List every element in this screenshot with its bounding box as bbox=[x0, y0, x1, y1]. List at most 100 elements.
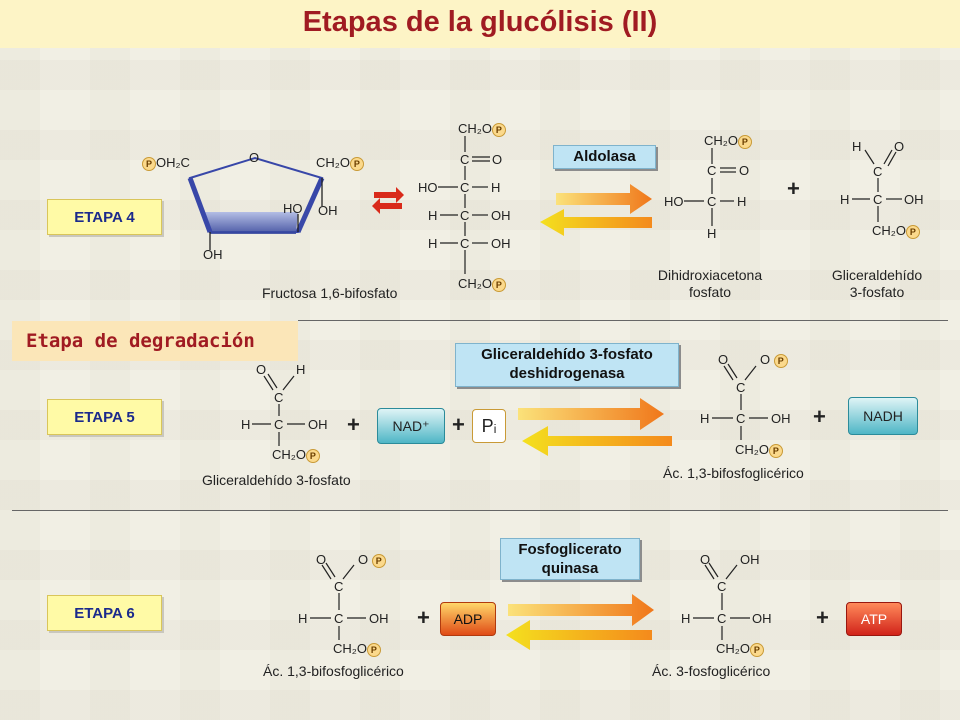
s6-pg3-oh: OH bbox=[752, 611, 772, 626]
ring-oxygen: O bbox=[249, 150, 260, 165]
phosphate-icon: P bbox=[905, 224, 920, 239]
dhap-label: Dihidroxiacetona fosfato bbox=[640, 267, 780, 301]
bpg-stage6-label: Ác. 1,3-bifosfoglicérico bbox=[263, 663, 404, 679]
dhap-h1: H bbox=[737, 194, 747, 209]
s5-bpg-c2: C bbox=[736, 411, 746, 426]
atom-text: CH₂O bbox=[316, 155, 350, 170]
s5-bpg-oh: OH bbox=[771, 411, 791, 426]
g3p-o-top: O bbox=[894, 139, 905, 154]
chain-oh1: OH bbox=[491, 208, 511, 223]
chain-c2: C bbox=[460, 180, 470, 195]
dhap-bonds bbox=[684, 148, 736, 226]
enzyme-line: quinasa bbox=[541, 560, 599, 577]
chain-h3: H bbox=[428, 236, 438, 251]
s6-bpg-oh: OH bbox=[369, 611, 389, 626]
atom-text: CH₂O bbox=[272, 447, 306, 462]
s5-g3p-h: H bbox=[241, 417, 251, 432]
plus-sign: + bbox=[787, 176, 800, 201]
s5-bpg-c1: C bbox=[736, 380, 746, 395]
s6-pg3-c2: C bbox=[717, 611, 727, 626]
atom-text: CH₂O bbox=[458, 276, 492, 291]
atp-box: ATP bbox=[846, 602, 902, 636]
bpg-stage6-bonds bbox=[310, 562, 366, 640]
divider-line-2 bbox=[12, 510, 948, 511]
s6-pg3-oh-top: OH bbox=[740, 552, 760, 567]
phosphate-icon: P bbox=[768, 443, 783, 458]
s6-bpg-o-p: O P bbox=[358, 552, 386, 568]
chain-o: O bbox=[492, 152, 503, 167]
stage6-arrows bbox=[506, 594, 654, 650]
s5-g3p-oh: OH bbox=[308, 417, 328, 432]
fructose-chain-bonds bbox=[438, 136, 490, 274]
ring-open-arrows bbox=[372, 187, 404, 214]
phosphate-icon: P bbox=[773, 353, 788, 368]
s6-pg3-h: H bbox=[681, 611, 691, 626]
s5-g3p-h-top: H bbox=[296, 362, 306, 377]
page-title: Etapas de la glucólisis (II) bbox=[302, 6, 658, 38]
plus-sign: + bbox=[452, 412, 465, 437]
adp-box: ADP bbox=[440, 602, 496, 636]
label-line: 3-fosfato bbox=[849, 284, 905, 300]
g3p-stage5-bonds bbox=[252, 373, 305, 446]
phosphate-icon: P bbox=[749, 642, 764, 657]
s6-bpg-c2: C bbox=[334, 611, 344, 626]
g3p-c2: C bbox=[873, 192, 883, 207]
enzyme-line: Fosfoglicerato bbox=[518, 541, 622, 558]
fructose-label: Fructosa 1,6-bifosfato bbox=[262, 285, 398, 301]
pg3-label: Ác. 3-fosfoglicérico bbox=[652, 663, 771, 679]
stage-4-box: ETAPA 4 bbox=[47, 199, 162, 235]
label-line: Dihidroxiacetona bbox=[657, 267, 763, 283]
atom-text: CH₂O bbox=[458, 121, 492, 136]
stage-5-box: ETAPA 5 bbox=[47, 399, 162, 435]
s6-bpg-h: H bbox=[298, 611, 308, 626]
phosphate-icon: P bbox=[142, 156, 156, 171]
g3p-h-top: H bbox=[852, 139, 862, 154]
s5-bpg-o-p: O P bbox=[760, 352, 788, 368]
g3p-stage5-label: Gliceraldehído 3-fosfato bbox=[202, 472, 351, 488]
enzyme-line: deshidrogenasa bbox=[509, 365, 625, 382]
nadh-box: NADH bbox=[848, 397, 918, 435]
s5-g3p-c2: C bbox=[274, 417, 284, 432]
s5-g3p-o: O bbox=[256, 362, 267, 377]
s5-g3p-c1: C bbox=[274, 390, 284, 405]
dhap-ho: HO bbox=[664, 194, 684, 209]
atom-text: O bbox=[358, 552, 369, 567]
ring-ho: HO bbox=[283, 201, 303, 216]
ring-oh-right: OH bbox=[318, 203, 338, 218]
phosphate-icon: P bbox=[491, 277, 506, 292]
atom-text: OH₂C bbox=[156, 155, 190, 170]
plus-sign: + bbox=[813, 404, 826, 429]
phosphate-icon: P bbox=[349, 156, 364, 171]
pg3-bonds bbox=[693, 562, 750, 640]
label-line: fosfato bbox=[688, 284, 732, 300]
chain-h1: H bbox=[491, 180, 501, 195]
chain-c3: C bbox=[460, 208, 470, 223]
chain-h2: H bbox=[428, 208, 438, 223]
s6-bpg-o-top: O bbox=[316, 552, 327, 567]
atom-text: CH₂O bbox=[872, 223, 906, 238]
plus-sign: + bbox=[417, 605, 430, 630]
atom-text: CH₂O bbox=[333, 641, 367, 656]
s6-bpg-c1: C bbox=[334, 579, 344, 594]
plus-sign: + bbox=[347, 412, 360, 437]
s5-bpg-o-top: O bbox=[718, 352, 729, 367]
stage5-arrows bbox=[518, 398, 672, 456]
ring-oh-bottom: OH bbox=[203, 247, 223, 262]
plus-sign: + bbox=[816, 605, 829, 630]
divider-line-1 bbox=[298, 320, 948, 321]
phosphate-icon: P bbox=[737, 134, 752, 149]
fructose-ring bbox=[187, 156, 325, 250]
enzyme-line: Gliceraldehído 3-fosfato bbox=[481, 346, 653, 363]
phosphate-icon: P bbox=[305, 448, 320, 463]
s6-pg3-o-top: O bbox=[700, 552, 711, 567]
chain-ho: HO bbox=[418, 180, 438, 195]
section-degradation-label: Etapa de degradación bbox=[12, 321, 298, 361]
